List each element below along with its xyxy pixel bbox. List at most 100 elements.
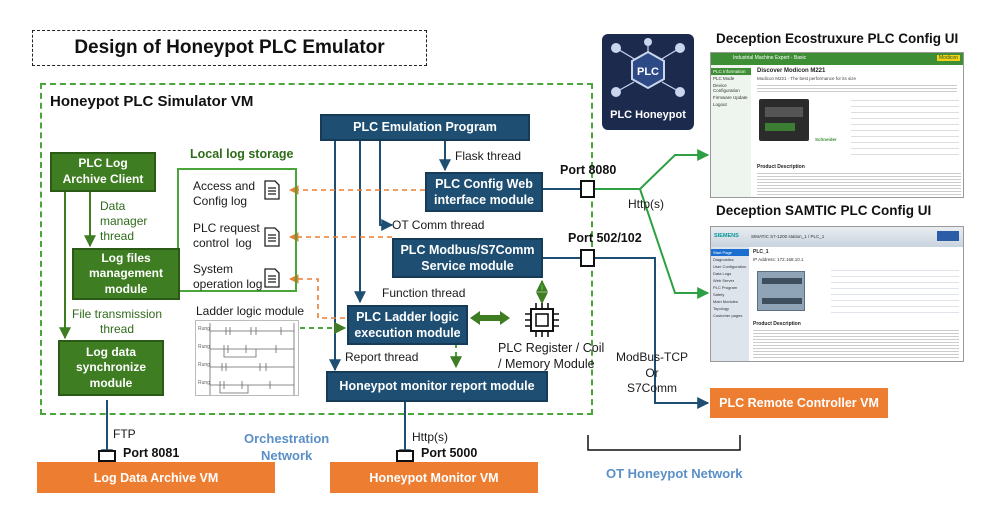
s7-device-image: [757, 271, 805, 311]
ecostruxure-subheading: Modicon M221 - The best performance for …: [757, 76, 856, 81]
ecostruxure-nav-item[interactable]: PLC Information: [711, 68, 751, 75]
data-manager-thread-label: Data manager thread: [100, 199, 148, 243]
ecostruxure-header: [711, 53, 963, 65]
logo-badge-text: PLC: [637, 66, 659, 78]
modbus-label: ModBus-TCP Or S7Comm: [616, 350, 689, 396]
monitor-http-label: Http(s): [412, 430, 448, 444]
samtic-sidebar: Start Page Diagnostics User Configuratio…: [711, 247, 749, 361]
samtic-nav-item[interactable]: Web Server: [713, 278, 735, 283]
samtic-header-badge: [937, 231, 959, 241]
ot-comm-thread-arrow: [379, 140, 394, 231]
honeypot-logo-art: PLC PLC Honeypot: [610, 38, 686, 121]
link-to-samtic: [639, 188, 710, 299]
port-5000: [396, 450, 414, 462]
ecostruxure-nav-item[interactable]: Logout: [713, 102, 727, 107]
samtic-page-title: PLC_1: [753, 249, 769, 255]
system-operation-log-label: System operation log: [193, 262, 263, 291]
ecostruxure-title: Deception Ecostruxure PLC Config UI: [716, 31, 959, 46]
access-config-log-label: Access and Config log: [193, 179, 256, 208]
ecostruxure-screenshot: Industrial Machine Expert - Basic Modico…: [710, 52, 964, 198]
ecostruxure-spec-table: [851, 95, 959, 159]
register-double-arrow: [470, 311, 510, 325]
document-icon: [264, 227, 280, 247]
modbus-link: [595, 257, 710, 409]
ladder-diagram-image: Rung Rung Rung Rung: [195, 320, 299, 396]
report-thread-label: Report thread: [345, 350, 419, 364]
plc-honeypot-logo: PLC PLC Honeypot: [602, 34, 694, 130]
samtic-nav-item[interactable]: Safety: [713, 292, 725, 297]
function-thread-label: Function thread: [382, 286, 466, 300]
samtic-ip: IP Address: 172.168.10.1: [753, 257, 804, 262]
ladder-rung-label: Rung: [198, 344, 210, 350]
modbus-service-box: PLC Modbus/S7Comm Service module: [392, 238, 543, 278]
chip-icon: [525, 303, 559, 337]
honeypot-monitor-vm: Honeypot Monitor VM: [330, 462, 538, 493]
page-title: Design of Honeypot PLC Emulator: [32, 30, 427, 66]
local-log-storage-title: Local log storage: [190, 147, 294, 161]
port-8080-label: Port 8080: [560, 163, 617, 177]
samtic-nav-item[interactable]: Topology: [713, 306, 730, 311]
request-control-log-label: PLC request control log: [193, 221, 260, 250]
flask-thread-label: Flask thread: [455, 149, 522, 163]
logo-text: PLC Honeypot: [610, 109, 686, 121]
ecostruxure-nav-item[interactable]: Firmware Update: [713, 95, 748, 100]
document-icon: [264, 268, 280, 288]
document-icon: [264, 180, 280, 200]
samtic-section: Product Description: [753, 321, 801, 327]
port-8081-label: Port 8081: [123, 446, 180, 460]
siemens-logo: SIEMENS: [714, 233, 739, 239]
samtic-header: [711, 227, 963, 247]
log-data-sync-box: Log data synchronize module: [58, 340, 164, 396]
system-log-arrow: [289, 274, 345, 319]
port-502: [580, 249, 595, 267]
ecostruxure-desc-lines: [757, 171, 961, 197]
local-log-storage: [177, 168, 297, 292]
plc-emulation-program-box: PLC Emulation Program: [320, 114, 530, 141]
ladder-rung-label: Rung: [198, 380, 210, 386]
ladder-logic-module-label: Ladder logic module: [196, 304, 305, 318]
log-data-archive-vm: Log Data Archive VM: [37, 462, 275, 493]
port-5000-label: Port 5000: [421, 446, 478, 460]
samtic-nav-item[interactable]: Data Logs: [713, 271, 732, 276]
samtic-title: Deception SAMTIC PLC Config UI: [716, 203, 932, 218]
ecostruxure-nav-item[interactable]: Device Configuration: [713, 83, 740, 93]
samtic-nav-item[interactable]: User Configuration: [713, 264, 747, 269]
config-web-interface-box: PLC Config Web interface module: [425, 172, 543, 212]
log-files-management-box: Log files management module: [72, 248, 180, 300]
port-8081: [98, 450, 116, 462]
plc-device-image: [759, 99, 809, 141]
ftp-label: FTP: [113, 427, 136, 441]
samtic-nav-item[interactable]: PLC Program: [713, 285, 738, 290]
port-502-label: Port 502/102: [568, 231, 642, 245]
port-8080: [580, 180, 595, 198]
schneider-logo: Schneider: [815, 137, 837, 142]
samtic-spec-table: [831, 265, 959, 317]
samtic-nav-item[interactable]: Main Modules: [713, 299, 738, 304]
samtic-nav-item[interactable]: Diagnostics: [713, 257, 734, 262]
file-transmission-thread-label: File transmission thread: [72, 307, 163, 336]
samtic-header-text: SIMATIC S7-1200 station_1 / PLC_1: [751, 234, 825, 239]
simulator-vm-label: Honeypot PLC Simulator VM: [50, 93, 254, 110]
ladder-rung-label: Rung: [198, 326, 210, 332]
ecostruxure-brand: Modicon: [937, 55, 960, 61]
ot-honeypot-network-label: OT Honeypot Network: [606, 466, 743, 481]
register-module-label: PLC Register / Coil / Memory Module: [498, 341, 605, 372]
ot-comm-thread-label: OT Comm thread: [392, 218, 485, 232]
samtic-screenshot: SIEMENS SIMATIC S7-1200 station_1 / PLC_…: [710, 226, 964, 362]
ecostruxure-nav-item[interactable]: PLC Mode: [713, 76, 735, 81]
plc-remote-controller-vm: PLC Remote Controller VM: [710, 388, 888, 418]
ecostruxure-intro-lines: [757, 83, 957, 93]
link-to-ecostruxure: [595, 149, 710, 190]
ecostruxure-section: Product Description: [757, 164, 805, 170]
ladder-rung-label: Rung: [198, 362, 210, 368]
samtic-nav-item[interactable]: Customer pages: [713, 313, 743, 318]
orchestration-network-label: Orchestration Network: [244, 431, 330, 463]
log-archive-client-box: PLC Log Archive Client: [50, 152, 156, 192]
ecostruxure-sidebar: PLC Information PLC Mode Device Configur…: [711, 65, 751, 197]
samtic-desc-lines: [753, 328, 959, 360]
samtic-nav-item[interactable]: Start Page: [711, 249, 749, 256]
config-http-label: Http(s): [628, 197, 664, 211]
monitor-report-box: Honeypot monitor report module: [326, 371, 548, 402]
ot-network-bracket: [587, 435, 741, 451]
ecostruxure-header-text: Industrial Machine Expert - Basic: [733, 55, 807, 61]
